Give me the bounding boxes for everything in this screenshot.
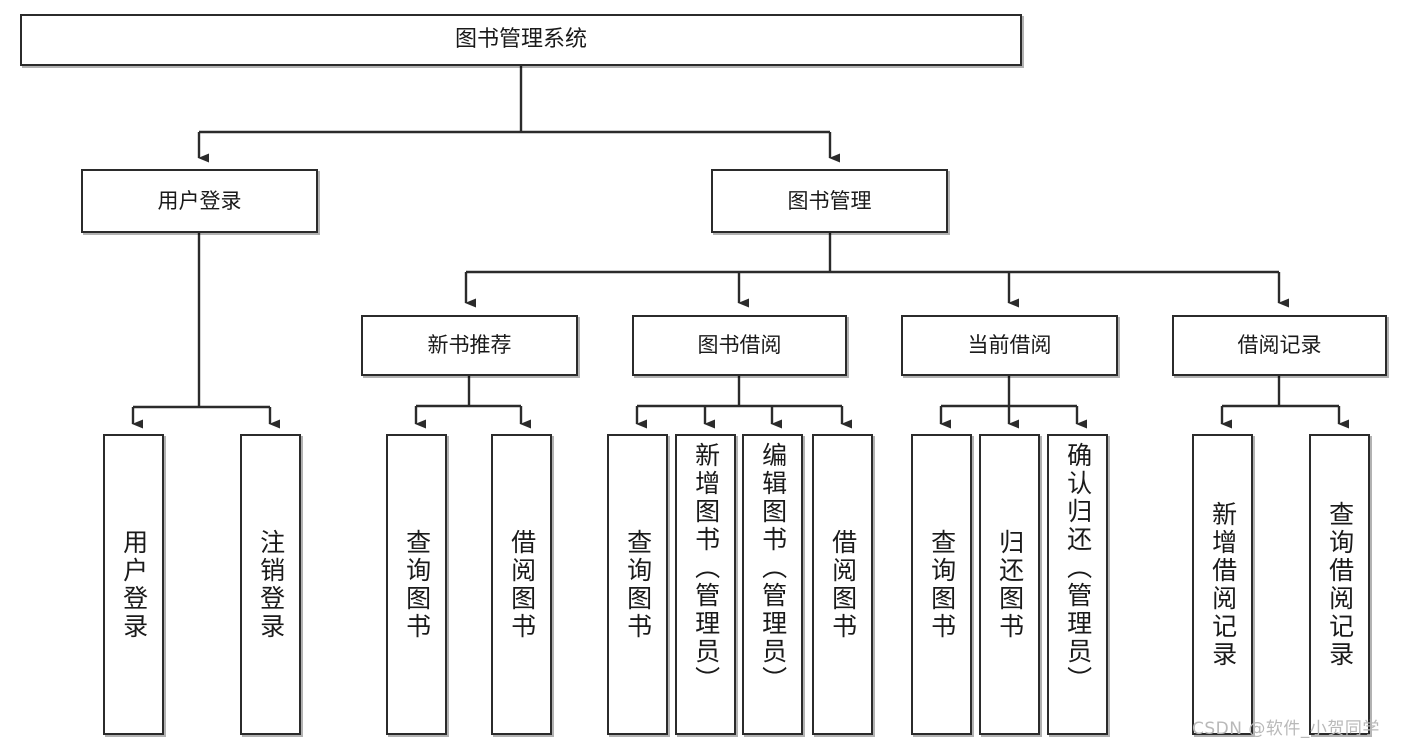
node-leaf-return-book-label: 归还图书	[995, 528, 1025, 641]
node-leaf-borrow-book-1[interactable]: 借阅图书	[491, 434, 552, 735]
node-book-manage-label: 图书管理	[787, 188, 872, 213]
node-leaf-query-book-3[interactable]: 查询图书	[911, 434, 972, 735]
node-borrow-record-label: 借阅记录	[1237, 333, 1322, 358]
node-leaf-borrow-book-1-label: 借阅图书	[507, 528, 537, 641]
node-leaf-add-record[interactable]: 新增借阅记录	[1192, 434, 1253, 735]
node-leaf-add-book-label: 新增图书（管理员）	[691, 442, 721, 694]
node-leaf-borrow-book-2[interactable]: 借阅图书	[812, 434, 873, 735]
node-borrow-record[interactable]: 借阅记录	[1172, 315, 1387, 376]
node-leaf-add-book[interactable]: 新增图书（管理员）	[675, 434, 736, 735]
node-user-login[interactable]: 用户登录	[81, 169, 318, 233]
node-leaf-query-book-3-label: 查询图书	[927, 528, 957, 641]
node-leaf-query-book-1-label: 查询图书	[402, 528, 432, 641]
node-leaf-user-login[interactable]: 用户登录	[103, 434, 164, 735]
node-leaf-add-record-label: 新增借阅记录	[1208, 500, 1238, 669]
node-leaf-user-login-label: 用户登录	[119, 528, 149, 641]
node-leaf-edit-book-label: 编辑图书（管理员）	[758, 442, 788, 694]
node-leaf-logout[interactable]: 注销登录	[240, 434, 301, 735]
node-book-manage[interactable]: 图书管理	[711, 169, 948, 233]
node-root-label: 图书管理系统	[454, 27, 587, 53]
csdn-watermark: CSDN @软件_小贺同学	[1192, 719, 1380, 739]
node-root[interactable]: 图书管理系统	[20, 14, 1022, 66]
node-leaf-query-book-2-label: 查询图书	[623, 528, 653, 641]
node-leaf-query-record-label: 查询借阅记录	[1325, 500, 1355, 669]
node-book-borrow[interactable]: 图书借阅	[632, 315, 847, 376]
node-user-login-label: 用户登录	[157, 188, 242, 213]
node-leaf-return-book[interactable]: 归还图书	[979, 434, 1040, 735]
node-leaf-confirm-return[interactable]: 确认归还（管理员）	[1047, 434, 1108, 735]
node-leaf-confirm-return-label: 确认归还（管理员）	[1063, 442, 1093, 694]
node-leaf-query-record[interactable]: 查询借阅记录	[1309, 434, 1370, 735]
node-new-book-rec-label: 新书推荐	[427, 333, 512, 358]
node-leaf-borrow-book-2-label: 借阅图书	[828, 528, 858, 641]
node-current-borrow[interactable]: 当前借阅	[901, 315, 1118, 376]
node-leaf-query-book-1[interactable]: 查询图书	[386, 434, 447, 735]
node-leaf-query-book-2[interactable]: 查询图书	[607, 434, 668, 735]
node-leaf-edit-book[interactable]: 编辑图书（管理员）	[742, 434, 803, 735]
node-new-book-rec[interactable]: 新书推荐	[361, 315, 578, 376]
node-leaf-logout-label: 注销登录	[256, 528, 286, 641]
node-current-borrow-label: 当前借阅	[967, 333, 1052, 358]
node-book-borrow-label: 图书借阅	[697, 333, 782, 358]
